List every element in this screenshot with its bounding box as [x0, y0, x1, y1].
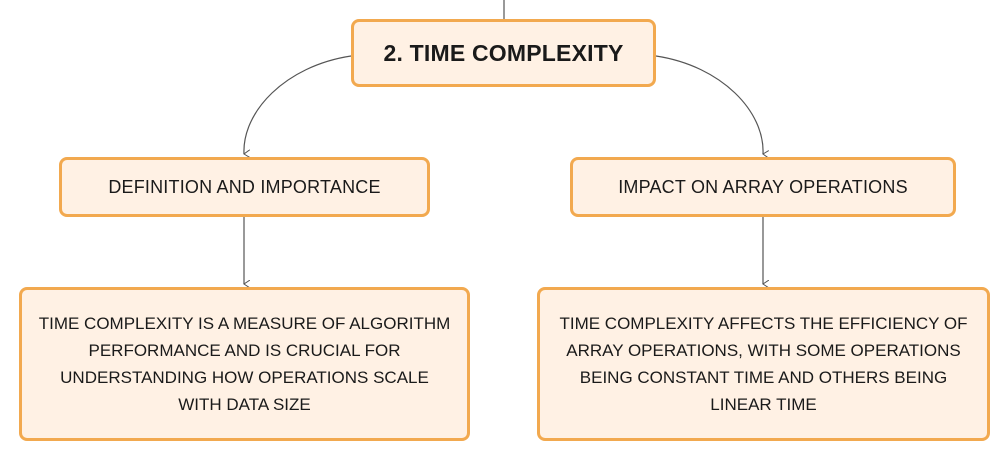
branch-node-label: DEFINITION AND IMPORTANCE: [108, 176, 381, 197]
root-node: 2. TIME COMPLEXITY: [351, 19, 656, 87]
branch-node-definition-and-importance: DEFINITION AND IMPORTANCE: [59, 157, 430, 217]
branch-node-impact-on-array-operations: IMPACT ON ARRAY OPERATIONS: [570, 157, 956, 217]
branch-node-label: IMPACT ON ARRAY OPERATIONS: [618, 176, 908, 197]
leaf-node-text: TIME COMPLEXITY AFFECTS THE EFFICIENCY O…: [559, 314, 968, 414]
leaf-node-definition-detail: TIME COMPLEXITY IS A MEASURE OF ALGORITH…: [19, 287, 470, 441]
leaf-node-text: TIME COMPLEXITY IS A MEASURE OF ALGORITH…: [38, 314, 451, 414]
leaf-node-impact-detail: TIME COMPLEXITY AFFECTS THE EFFICIENCY O…: [537, 287, 990, 441]
root-to-left-branch-connector: [244, 55, 352, 154]
root-to-right-branch-connector: [655, 55, 763, 154]
root-node-label: 2. TIME COMPLEXITY: [383, 39, 624, 66]
